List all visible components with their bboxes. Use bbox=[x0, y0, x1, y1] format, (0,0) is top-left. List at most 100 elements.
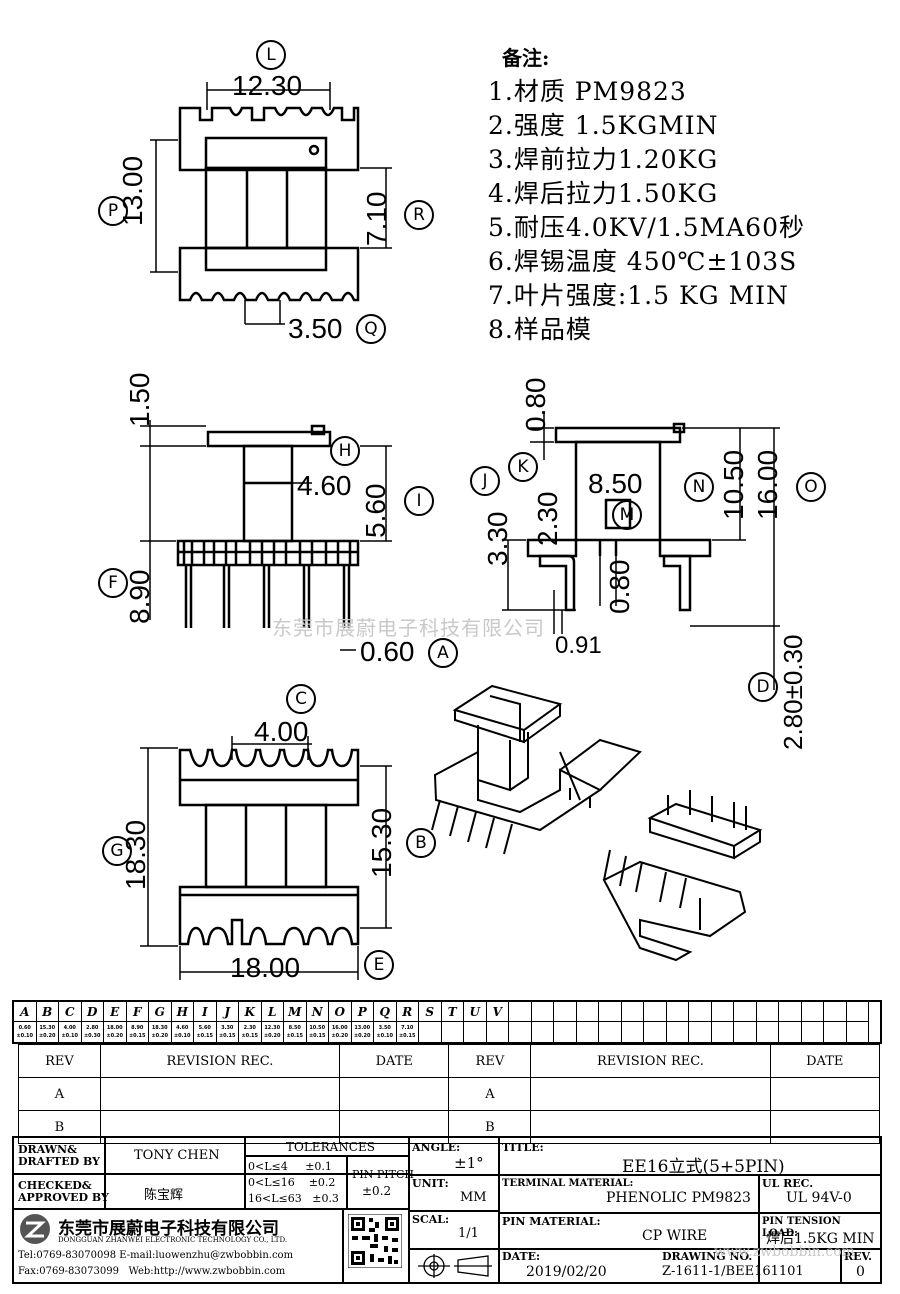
letter-cell: B bbox=[36, 1002, 59, 1022]
dim-end-top: 0.80 bbox=[520, 377, 551, 433]
value-text: 18.30 bbox=[151, 1025, 168, 1031]
date-header: DATE bbox=[339, 1044, 450, 1078]
value-text: 3.50 bbox=[378, 1025, 391, 1031]
callout-K: K bbox=[508, 452, 538, 482]
value-cell: 3.50 ±0.10 bbox=[374, 1022, 397, 1042]
value-text: 12.30 bbox=[264, 1025, 281, 1031]
dim-side-inner: 5.60 bbox=[360, 483, 391, 539]
value-cell: 10.50±0.15 bbox=[307, 1022, 329, 1042]
callout-Q: Q bbox=[356, 314, 386, 344]
value-cell bbox=[419, 1022, 442, 1042]
letter-cell bbox=[734, 1002, 757, 1022]
letter-cell: L bbox=[261, 1002, 284, 1022]
drawing-no-label: DRAWING NO. bbox=[662, 1250, 753, 1263]
date-label: DATE: bbox=[502, 1250, 541, 1263]
letter-cell: M bbox=[284, 1002, 307, 1022]
note-item: 4.焊后拉力1.50KG bbox=[488, 179, 719, 208]
value-cell bbox=[464, 1022, 487, 1042]
letter-cell: F bbox=[126, 1002, 149, 1022]
letter-cell bbox=[801, 1002, 824, 1022]
tolerance-text: ±0.15 bbox=[308, 1033, 326, 1039]
tolerance-text: ±0.20 bbox=[106, 1033, 124, 1039]
letter-cell: N bbox=[306, 1002, 329, 1022]
letter-cell: Q bbox=[374, 1002, 397, 1022]
value-cell: 2.80±0.30 bbox=[82, 1022, 104, 1042]
callout-J: J bbox=[470, 466, 500, 496]
drawn-value: TONY CHEN bbox=[134, 1148, 220, 1163]
letter-cell: A bbox=[14, 1002, 37, 1022]
callout-E: E bbox=[364, 950, 394, 980]
dim-end-pin-d: 0.91 bbox=[555, 632, 602, 659]
ul-label: UL REC. bbox=[762, 1177, 814, 1190]
value-cell: 18.30±0.20 bbox=[149, 1022, 172, 1042]
unit-label: UNIT: bbox=[412, 1177, 449, 1190]
note-item: 2.强度 1.5KGMIN bbox=[488, 111, 719, 140]
pin-material-value: CP WIRE bbox=[642, 1228, 708, 1244]
letter-cell: K bbox=[239, 1002, 262, 1022]
value-cell: 18.00±0.20 bbox=[104, 1022, 127, 1042]
letter-cell bbox=[554, 1002, 577, 1022]
letter-cell: C bbox=[59, 1002, 82, 1022]
watermark: 东莞市展蔚电子科技有限公司 bbox=[272, 616, 545, 640]
value-cell bbox=[577, 1022, 599, 1042]
letter-cell: S bbox=[419, 1002, 442, 1022]
callout-H: H bbox=[330, 436, 360, 466]
letter-cell: G bbox=[149, 1002, 172, 1022]
tol-row: 16<L≤63 ±0.3 bbox=[248, 1192, 339, 1205]
rev-cell: B bbox=[18, 1110, 101, 1144]
value-text: 8.50 bbox=[288, 1025, 301, 1031]
company-name-cn: 东莞市展蔚电子科技有限公司 bbox=[58, 1219, 279, 1239]
tolerances-label: TOLERANCES bbox=[286, 1140, 375, 1154]
value-cell bbox=[779, 1022, 802, 1042]
isometric-view-back bbox=[602, 790, 763, 962]
letter-cell bbox=[824, 1002, 847, 1022]
company-logo-icon bbox=[20, 1214, 50, 1244]
value-cell bbox=[532, 1022, 554, 1042]
letter-cell: V bbox=[486, 1002, 509, 1022]
dim-side-top: 1.50 bbox=[124, 372, 155, 428]
value-text: 8.90 bbox=[131, 1025, 144, 1031]
revision-row: B B bbox=[18, 1110, 881, 1144]
dim-end-k: 2.30 bbox=[532, 491, 563, 547]
note-item: 1.材质 PM9823 bbox=[488, 77, 687, 106]
tolerance-text: ±0.10 bbox=[16, 1033, 34, 1039]
title-value: EE16立式(5+5PIN) bbox=[622, 1157, 785, 1177]
rev-cell: B bbox=[448, 1110, 532, 1144]
scale-value: 1/1 bbox=[458, 1226, 479, 1241]
letter-cell: P bbox=[351, 1002, 374, 1022]
letter-cell bbox=[689, 1002, 712, 1022]
callout-I: I bbox=[404, 486, 434, 516]
tolerance-text: ±0.20 bbox=[38, 1033, 56, 1039]
date-value: 2019/02/20 bbox=[526, 1264, 607, 1280]
note-item: 5.耐压4.0KV/1.5MA60秒 bbox=[488, 213, 805, 242]
callout-G: G bbox=[102, 836, 132, 866]
revision-rec-header: REVISION REC. bbox=[530, 1044, 771, 1078]
dim-end-j: 3.30 bbox=[482, 511, 513, 567]
value-text: 16.00 bbox=[331, 1025, 348, 1031]
callout-R: R bbox=[404, 200, 434, 230]
rev-date-cell bbox=[339, 1110, 450, 1144]
letter-cell bbox=[531, 1002, 554, 1022]
note-item: 6.焊锡温度 450℃±103S bbox=[488, 247, 798, 276]
dim-side-core: 4.60 bbox=[297, 470, 352, 501]
note-item: 7.叶片强度:1.5 KG MIN bbox=[488, 281, 789, 310]
tolerance-text: ±0.10 bbox=[376, 1033, 394, 1039]
rev-header: REV bbox=[448, 1044, 532, 1078]
value-cell bbox=[734, 1022, 757, 1042]
letter-cell: E bbox=[104, 1002, 127, 1022]
rev-value: 0 bbox=[856, 1264, 865, 1280]
notes-block: 备注: 1.材质 PM9823 2.强度 1.5KGMIN 3.焊前拉力1.20… bbox=[488, 42, 818, 347]
value-cell: 13.00±0.20 bbox=[352, 1022, 374, 1042]
rev-cell: A bbox=[448, 1077, 532, 1111]
callout-P: P bbox=[98, 196, 128, 226]
checked-value: 陈宝辉 bbox=[144, 1188, 184, 1203]
tolerance-text: ±0.15 bbox=[128, 1033, 146, 1039]
tolerance-text: ±0.15 bbox=[218, 1033, 236, 1039]
value-cell: 7.10±0.15 bbox=[397, 1022, 419, 1042]
pin-pitch-label: PIN PITCH bbox=[352, 1168, 414, 1181]
dim-top-inner: 7.10 bbox=[361, 191, 392, 247]
value-cell bbox=[509, 1022, 532, 1042]
letter-cell bbox=[509, 1002, 532, 1022]
